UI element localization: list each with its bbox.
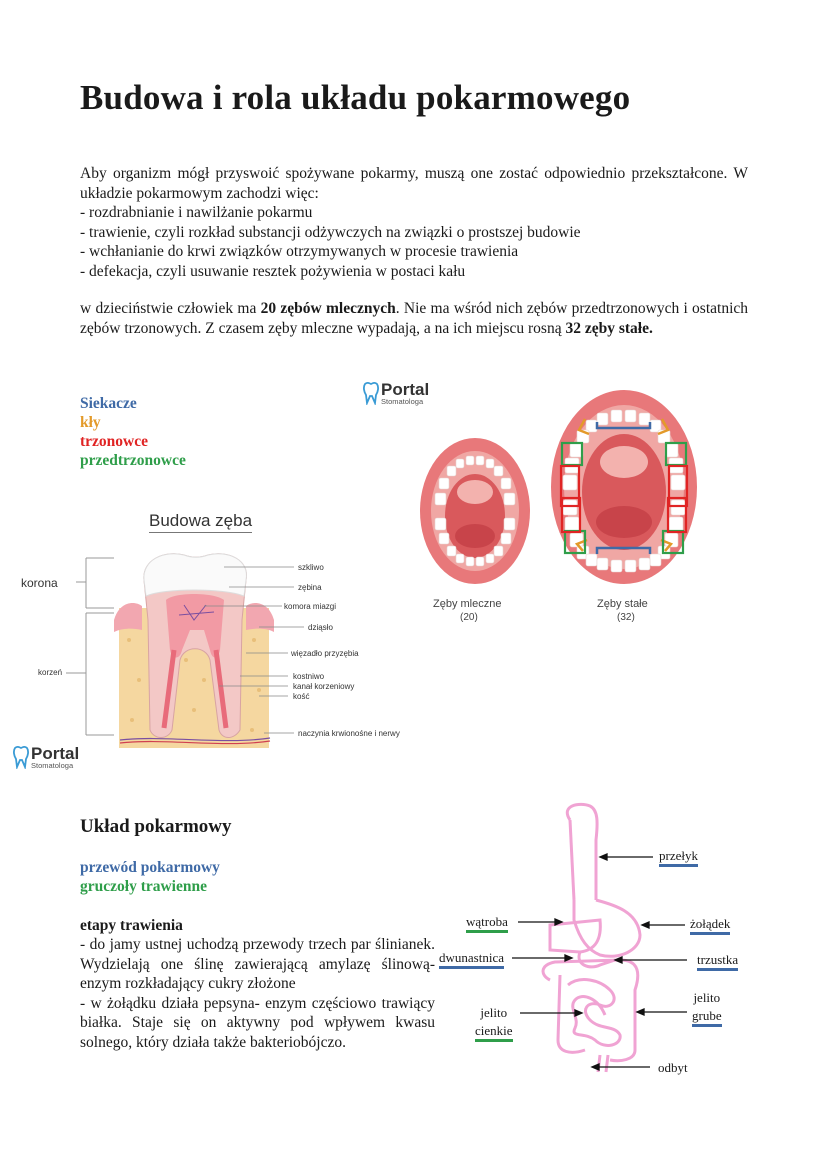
label-szkliwo: szkliwo (298, 563, 324, 572)
intro-bullet: - rozdrabnianie i nawilżanie pokarmu (80, 204, 313, 221)
permanent-teeth-label: Zęby stałe (597, 598, 648, 610)
tooth-structure-diagram (66, 553, 304, 748)
milk-teeth-count: 20 zębów mlecznych (260, 300, 396, 317)
label-dziaslo: dziąsło (308, 623, 333, 632)
label-przelyk: przełyk (659, 848, 698, 867)
label-korzen: korzeń (38, 668, 63, 677)
tooth-logo-icon (13, 745, 29, 769)
milk-teeth-diagram (420, 438, 530, 584)
intro-text: Aby organizm mógł przyswoić spożywane po… (80, 165, 748, 202)
legend-premolars: przedtrzonowce (80, 452, 186, 469)
legend-canines: kły (80, 414, 101, 431)
label-przewod-pokarmowy: przewód pokarmowy (80, 859, 220, 876)
milk-teeth-label: Zęby mleczne (433, 598, 502, 610)
page-title: Budowa i rola układu pokarmowego (80, 78, 631, 117)
digestive-heading: Układ pokarmowy (80, 816, 232, 837)
tooth-logo-icon (363, 381, 379, 405)
label-komora-miazgi: komora miazgi (284, 602, 337, 611)
label-dwunastnica: dwunastnica (439, 950, 504, 969)
legend-incisors: Siekacze (80, 395, 137, 412)
tooth-diagram-title: Budowa zęba (149, 511, 253, 533)
label-naczynia: naczynia krwionośne i nerwy (298, 729, 400, 738)
label-wiezadlo: więzadło przyzębia (291, 649, 359, 658)
label-zoladek: żołądek (690, 916, 731, 935)
intro-bullet: - wchłanianie do krwi związków otrzymywa… (80, 243, 519, 260)
permanent-teeth-diagram (551, 390, 697, 584)
intro-paragraph: Aby organizm mógł przyswoić spożywane po… (80, 164, 748, 281)
label-watroba: wątroba (466, 914, 508, 933)
digestive-system-diagram (512, 802, 687, 1073)
label-korona: korona (21, 576, 58, 590)
label-kanal-korzeniowy: kanał korzeniowy (293, 682, 355, 691)
legend-molars: trzonowce (80, 433, 148, 450)
etapy-text: - do jamy ustnej uchodzą przewody trzech… (80, 936, 435, 1051)
label-jelito-grube: jelito grube (692, 989, 722, 1027)
label-zebina: zębina (298, 583, 322, 592)
permanent-teeth-count-label: (32) (617, 612, 635, 623)
label-gruczoly: gruczoły trawienne (80, 878, 207, 895)
teeth-legend: Siekacze kły trzonowce przedtrzonowce (80, 394, 186, 470)
permanent-teeth-count: 32 zęby stałe. (565, 319, 653, 337)
etapy-title: etapy trawienia (80, 917, 183, 934)
label-jelito-cienkie: jelito cienkie (475, 1004, 513, 1042)
milk-teeth-count-label: (20) (460, 612, 478, 623)
intro-bullet: - defekacja, czyli usuwanie resztek poży… (80, 262, 466, 280)
label-kosc: kość (293, 692, 310, 701)
label-trzustka: trzustka (697, 952, 739, 971)
label-kostniwo: kostniwo (293, 672, 325, 681)
label-odbyt: odbyt (658, 1060, 688, 1075)
teeth-paragraph: w dzieciństwie człowiek ma 20 zębów mlec… (80, 300, 749, 337)
intro-bullet: - trawienie, czyli rozkład substancji od… (80, 223, 581, 241)
